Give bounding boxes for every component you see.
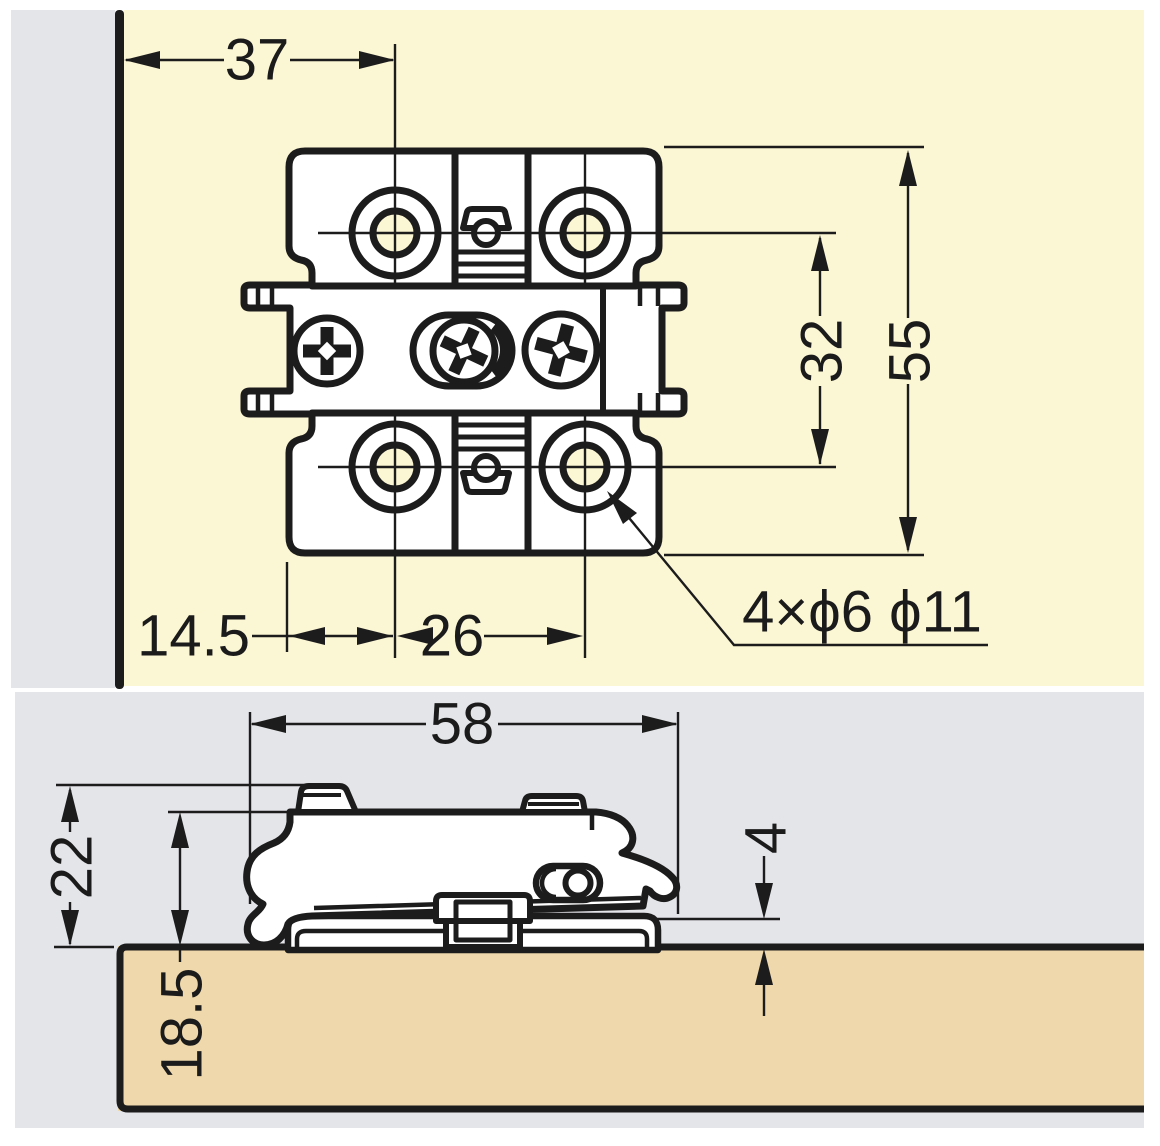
side-view-hinge-part (243, 783, 780, 954)
arrow-right (359, 51, 395, 69)
dim-22 (61, 786, 79, 946)
dim-55-extension-lines (664, 145, 924, 557)
dim-26-text: 26 (420, 604, 485, 669)
dim-37 (124, 51, 395, 69)
dim-55-text: 55 (878, 319, 943, 384)
hinge-arm (243, 808, 681, 949)
top-view-mounting-plate (240, 147, 688, 557)
hole-callout-leader (607, 491, 988, 647)
wood-panel-outline (116, 943, 1144, 1113)
arrow-left (124, 51, 160, 69)
dim-26 (397, 627, 583, 645)
hole-callout-text: 4×ϕ6 ϕ11 (742, 580, 982, 645)
dim-58-text: 58 (430, 692, 495, 757)
arrow-right (357, 627, 393, 645)
arrow-right (642, 715, 678, 733)
phillips-screw-right (521, 310, 601, 390)
arrow-down (811, 429, 829, 465)
arrow-down (61, 910, 79, 946)
lobe-center-gap-edges (451, 154, 532, 550)
side-view-dimensions (54, 712, 773, 1016)
center-slot-screw (409, 311, 516, 390)
vertical-centerlines (393, 44, 587, 658)
dim-14-5-text: 14.5 (137, 604, 250, 669)
center-clamp (433, 892, 533, 950)
wood-panel (118, 946, 1144, 1111)
dim-22-text: 22 (40, 835, 105, 900)
arrow-left (397, 627, 433, 645)
band-tab-dividers (255, 287, 661, 412)
arrow-up (755, 949, 773, 985)
panel-edge-line (115, 10, 124, 689)
dimension-texts: 37 32 55 14.5 26 4×ϕ6 ϕ11 58 22 18.5 4 (40, 28, 982, 1081)
top-view-dimensions (124, 44, 988, 658)
arrow-down (899, 517, 917, 553)
arrow-up (171, 812, 189, 848)
dim-14-5 (252, 627, 393, 645)
arrow-left (250, 715, 286, 733)
arrow-right (547, 627, 583, 645)
side-view-section (15, 692, 1144, 1128)
dim-18-5 (171, 812, 189, 962)
phillips-screw-left (290, 314, 364, 388)
arrow-up (61, 786, 79, 822)
arrow-down (171, 910, 189, 946)
panel-edge-strip (11, 10, 115, 688)
dim-58 (250, 715, 678, 733)
dim-18-5-text: 18.5 (150, 968, 215, 1081)
dim-4 (755, 856, 773, 1016)
arrow-left (289, 627, 325, 645)
dim-32-text: 32 (790, 319, 855, 384)
dim-4-text: 4 (734, 822, 799, 854)
dim-55 (899, 150, 917, 553)
arm-left-tab (295, 783, 359, 815)
arrow-up (899, 150, 917, 186)
dim-37-text: 37 (225, 28, 290, 93)
arrow-up (811, 235, 829, 271)
leader-arrow (607, 491, 637, 524)
dim-32 (811, 235, 829, 465)
dim-22-extension-lines (54, 783, 312, 949)
horizontal-centerlines (318, 231, 836, 469)
arrow-down (755, 883, 773, 919)
arm-slot-detail (532, 862, 604, 904)
